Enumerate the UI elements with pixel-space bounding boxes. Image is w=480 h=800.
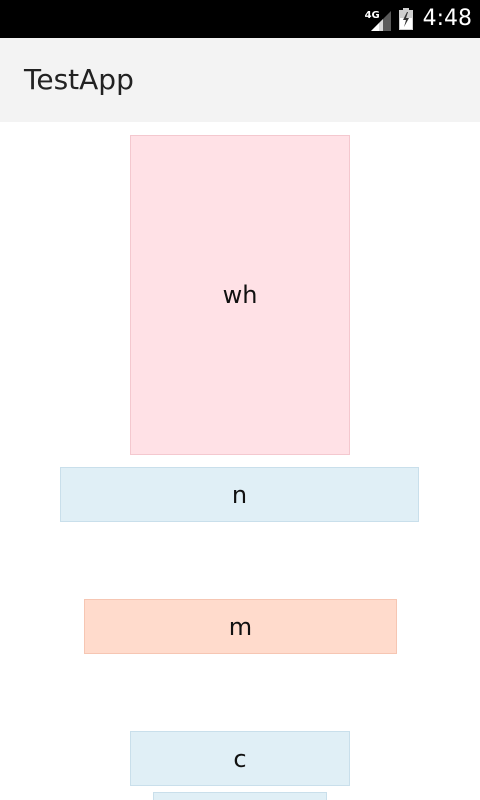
app-bar: TestApp	[0, 38, 480, 122]
box-c-label: c	[233, 744, 247, 773]
box-n: n	[60, 467, 419, 522]
box-n-label: n	[231, 480, 248, 509]
status-clock: 4:48	[422, 6, 472, 31]
app-title: TestApp	[24, 63, 134, 96]
network-type-label: 4G	[364, 10, 380, 21]
box-c: c	[130, 731, 350, 786]
battery-icon	[398, 8, 413, 30]
box-wh-label: wh	[222, 281, 258, 309]
box-partial	[153, 792, 327, 800]
status-icons: 4G 4:48	[364, 0, 472, 38]
signal-bars-icon: 4G	[364, 7, 391, 31]
box-m: m	[84, 599, 397, 654]
box-m-label: m	[228, 612, 253, 641]
status-bar: 4G 4:48	[0, 0, 480, 38]
main-content: wh n m c	[0, 122, 480, 800]
box-wh: wh	[130, 135, 350, 455]
